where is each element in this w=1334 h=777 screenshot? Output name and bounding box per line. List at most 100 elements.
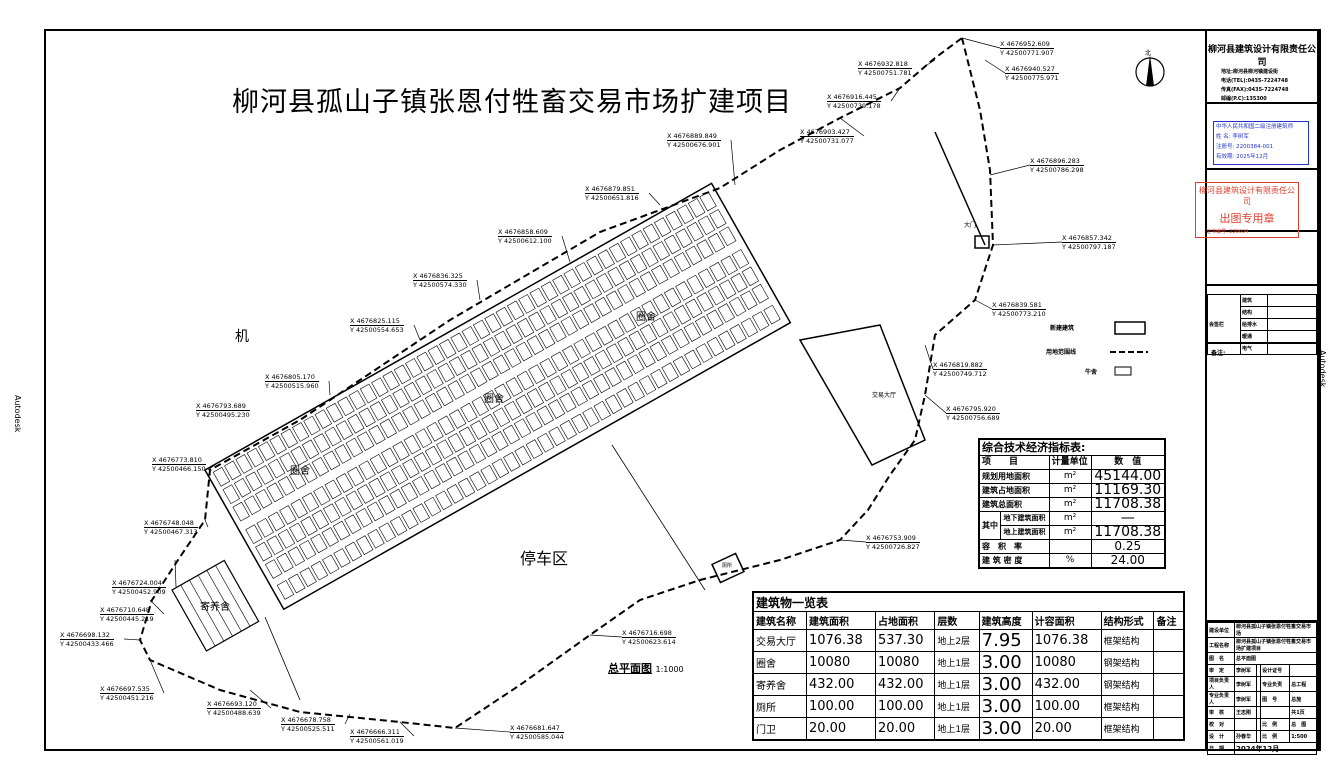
pen-stall: [515, 341, 533, 362]
title-block-cell: 总施: [1289, 691, 1317, 707]
pen-stall: [629, 253, 648, 274]
coord-y: Y 42500433.466: [60, 640, 114, 648]
pen-stall: [403, 381, 422, 402]
pen-stall: [731, 249, 750, 269]
pen-stall: [607, 319, 625, 340]
pen-stall: [584, 332, 603, 353]
coord-x: X 4676753.909: [866, 534, 920, 543]
title-block-row: 专业负责人李树军图 号总施: [1207, 691, 1317, 707]
pen-stall: [280, 428, 299, 449]
foster-building: [171, 559, 260, 652]
pen-stall: [379, 418, 397, 439]
pen-stall: [706, 336, 725, 357]
project-name-value: 柳河县孤山子镇张恩付牲畜交易市场扩建项目: [1234, 637, 1317, 653]
pen-stall: [311, 456, 330, 477]
coordinate-leader: [924, 394, 947, 414]
building-table-header-cell: 占地面积: [874, 611, 936, 630]
coord-y: Y 42500525.511: [281, 725, 335, 733]
coordinate-leader: [589, 634, 623, 638]
pen-stall: [481, 413, 499, 434]
title-block-cell: 比 例: [1260, 718, 1291, 731]
pen-stall: [313, 433, 331, 453]
company-section: 柳河县建筑设计有限责任公司 地址:柳河县柳河镇建设街 电话(TEL):0435-…: [1207, 30, 1317, 104]
pen-stall: [628, 277, 646, 298]
pen-stall: [468, 443, 487, 464]
pen-stall: [266, 482, 284, 503]
pen-stall: [426, 369, 444, 389]
pen-stall: [426, 421, 444, 442]
pen-stall: [627, 381, 645, 402]
coord-x: X 4676773.810: [152, 456, 206, 465]
pen-stall: [676, 204, 695, 225]
building-table-cell: 10080: [1031, 651, 1102, 674]
zone-label-toilet: 厕所: [722, 563, 733, 569]
gate-house: [974, 235, 990, 249]
title-block-cell: 设计证号: [1260, 664, 1291, 677]
pen-stall: [665, 210, 683, 231]
tech-unit: m²: [1048, 511, 1092, 526]
road-edge: [934, 131, 986, 246]
pen-stall: [663, 287, 682, 308]
issue-stamp-cert: 证书编号: 220034: [1206, 229, 1249, 235]
pen-stall: [412, 475, 430, 496]
title-block-cell: 审 定: [1207, 664, 1235, 677]
coord-y: Y 42500612.100: [498, 237, 552, 245]
pen-stall: [502, 424, 520, 445]
building-table-cell: 地上1层: [934, 651, 980, 674]
zone-label-pen: 圈舍: [290, 466, 310, 477]
pen-stall: [303, 415, 321, 436]
sign-section: 会签栏建筑 结构 给排水 暖通 电气: [1207, 286, 1317, 355]
pen-stall: [559, 392, 577, 413]
foster-stall-line: [206, 570, 242, 632]
coord-y: Y 42500515.960: [265, 382, 319, 390]
pen-stall: [628, 330, 646, 351]
pen-stall: [740, 290, 758, 310]
pen-stall: [650, 368, 668, 389]
pen-stall: [423, 469, 441, 490]
pen-stall: [445, 456, 464, 477]
company-info: 电话(TEL):0435-7224748: [1221, 78, 1288, 84]
pen-stall: [367, 528, 385, 549]
pen-stall: [729, 324, 747, 344]
pen-stall: [290, 498, 308, 519]
drawing-name-label: 图 名: [1207, 652, 1235, 665]
pen-stall: [378, 522, 397, 543]
pen-stall: [549, 322, 567, 343]
tech-item: 地上建筑面积: [1000, 525, 1050, 540]
coord-x: X 4676698.132: [60, 631, 114, 640]
pen-stall: [333, 548, 351, 568]
coordinate-leader: [984, 59, 1006, 74]
pen-stall: [673, 304, 692, 325]
pen-stall: [255, 541, 273, 562]
pen-stall: [450, 332, 468, 353]
pen-stall: [222, 484, 241, 505]
pen-stall: [629, 306, 648, 327]
coordinate-leader: [730, 139, 736, 186]
coordinate-leader: [413, 324, 421, 341]
pen-stall: [597, 249, 615, 269]
coordinate-leader: [149, 599, 165, 615]
tech-unit: [1048, 539, 1092, 554]
coord-y: Y 42500749.712: [933, 370, 987, 378]
pen-stall: [639, 324, 658, 344]
pen-stall: [699, 191, 717, 212]
tech-unit: m²: [1048, 483, 1092, 498]
pen-stall: [359, 383, 378, 404]
coordinate-leader: [149, 659, 165, 694]
pen-stall: [697, 268, 716, 288]
building-table-title: 建筑物一览表: [752, 591, 1185, 612]
pen-stall: [481, 360, 499, 381]
building-table-cell: [1153, 673, 1185, 696]
title-block-cell: [1234, 718, 1257, 731]
pen-stall: [570, 413, 589, 434]
